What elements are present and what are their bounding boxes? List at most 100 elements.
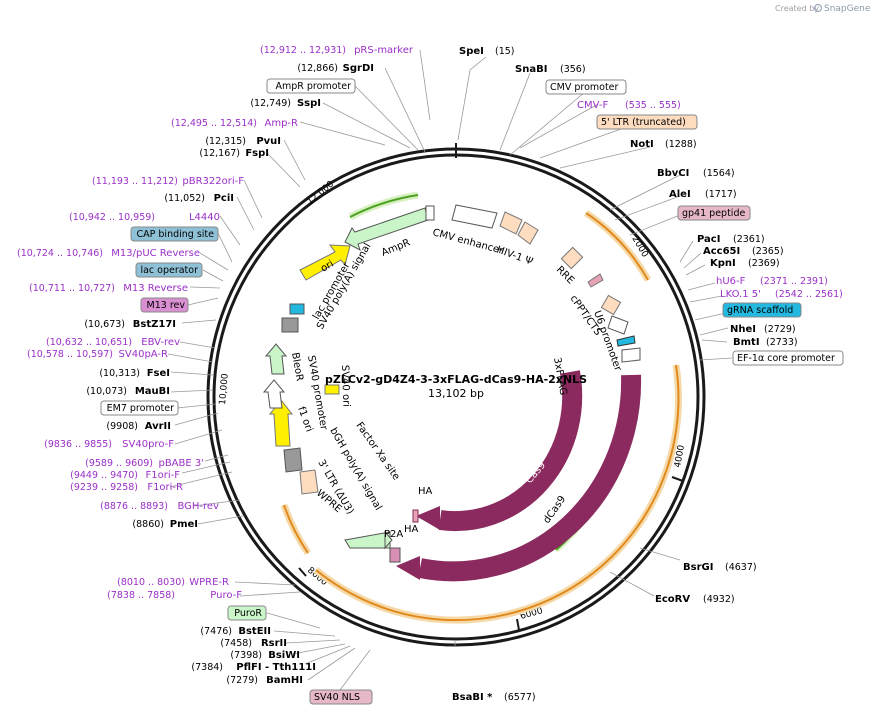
site-pbr322[interactable]: pBR322ori-F <box>182 176 244 187</box>
site-gp41-box[interactable] <box>677 205 751 221</box>
site-ecorv[interactable]: EcoRV <box>655 594 690 605</box>
site-bmti[interactable]: BmtI <box>733 337 760 348</box>
site-lac-operator-box[interactable] <box>135 262 203 278</box>
site-kpni[interactable]: KpnI <box>710 258 736 269</box>
feature-cas9[interactable] <box>438 370 583 532</box>
orange-arrow-wpre <box>283 504 309 554</box>
site-grna-box[interactable] <box>722 302 802 318</box>
feature-p2a[interactable] <box>389 547 401 563</box>
site-pflfi-pos: (7384) <box>191 662 223 673</box>
feature-ltr-5b[interactable] <box>517 221 539 245</box>
site-sv40pa-r-pos: (10,578 .. 10,597) <box>27 349 113 360</box>
site-spei[interactable]: SpeI <box>459 46 484 57</box>
site-noti[interactable]: NotI <box>630 139 654 150</box>
site-sspi[interactable]: SspI <box>297 98 321 109</box>
feature-ampr-promoter[interactable] <box>425 205 435 221</box>
site-puror-box[interactable] <box>227 605 267 621</box>
site-bsiwi[interactable]: BsiWI <box>268 650 300 661</box>
feature-bleor[interactable] <box>264 343 288 375</box>
site-puro-f[interactable]: Puro-F <box>210 590 242 601</box>
site-alei[interactable]: AleI <box>669 189 691 200</box>
plasmid-length: 13,102 bp <box>428 387 484 400</box>
site-hu6-f-pos: (2371 .. 2391) <box>760 276 828 287</box>
feature-u6-promoter[interactable] <box>607 315 629 335</box>
site-fspi[interactable]: FspI <box>245 148 269 159</box>
site-cap-box[interactable] <box>130 226 219 242</box>
site-pcii-pos: (11,052) <box>164 193 205 204</box>
feature-ori[interactable] <box>299 244 351 281</box>
site-m13puc[interactable]: M13/pUC Reverse <box>111 248 200 259</box>
site-m13rev-box[interactable] <box>140 297 189 313</box>
site-pflfi[interactable]: PflFI - Tth111I <box>236 662 316 673</box>
snapgene-logo-icon <box>813 3 823 13</box>
site-sv40nls-box[interactable] <box>309 689 373 705</box>
site-grna: gRNA scaffold <box>727 305 793 316</box>
site-bstz17i[interactable]: BstZ17I <box>133 319 176 330</box>
site-sgrdi[interactable]: SgrDI <box>343 63 374 74</box>
site-bbvci[interactable]: BbvCI <box>657 168 689 179</box>
feature-gp41[interactable] <box>587 273 604 288</box>
feature-bgh[interactable] <box>283 447 303 473</box>
site-sv40pro-f[interactable]: SV40pro-F <box>122 439 174 450</box>
site-bsteii[interactable]: BstEII <box>238 626 271 637</box>
site-nhei[interactable]: NheI <box>730 324 756 335</box>
site-cmv-promoter-box[interactable] <box>545 79 627 95</box>
site-maubi[interactable]: MauBI <box>135 386 170 397</box>
site-m13-reverse-pos: (10,711 .. 10,727) <box>29 283 115 294</box>
site-pcii[interactable]: PciI <box>214 193 234 204</box>
feature-ltr-3[interactable] <box>299 469 319 495</box>
feature-lac[interactable] <box>289 303 305 315</box>
label-sv40-ori: SV40 ori <box>339 365 351 407</box>
site-lko1[interactable]: LKO.1 5' <box>720 289 761 300</box>
site-em7-box[interactable] <box>100 400 179 416</box>
site-cmv-f[interactable]: CMV-F <box>577 100 608 111</box>
site-acc65i[interactable]: Acc65I <box>703 246 740 257</box>
site-snabi[interactable]: SnaBI <box>515 64 547 75</box>
site-f1ori-f[interactable]: F1ori-F <box>146 470 181 481</box>
site-rsrii[interactable]: RsrII <box>261 638 287 649</box>
feature-dcas9[interactable] <box>418 374 642 582</box>
feature-cmv-enhancer[interactable] <box>451 204 498 229</box>
feature-ltr-5[interactable] <box>499 211 523 235</box>
site-prs-marker[interactable]: pRS-marker <box>354 45 414 56</box>
site-ebv-rev[interactable]: EBV-rev <box>141 337 180 348</box>
site-fspi-pos: (12,167) <box>199 148 240 159</box>
feature-ef1a[interactable] <box>621 347 641 363</box>
site-hu6-f[interactable]: hU6-F <box>716 276 746 287</box>
feature-grna-scaffold[interactable] <box>616 335 636 347</box>
site-ampr-promoter: AmpR promoter <box>276 81 352 92</box>
site-amp-r-pos: (12,495 .. 12,514) <box>171 118 257 129</box>
feature-sv40-polya[interactable] <box>281 317 299 333</box>
site-bsabi[interactable]: BsaBI * <box>452 692 493 703</box>
site-bsrgi[interactable]: BsrGI <box>683 562 713 573</box>
site-f1ori-r[interactable]: F1ori-R <box>147 482 183 493</box>
site-amp-r[interactable]: Amp-R <box>265 118 299 129</box>
site-l4440[interactable]: L4440 <box>189 212 220 223</box>
site-wpre-r[interactable]: WPRE-R <box>189 577 229 588</box>
site-5ltr-box[interactable] <box>596 114 698 130</box>
site-pvui[interactable]: PvuI <box>256 136 281 147</box>
site-lac-operator: lac operator <box>140 265 198 276</box>
site-m13-reverse[interactable]: M13 Reverse <box>123 283 188 294</box>
feature-sv40-promoter[interactable] <box>262 379 286 409</box>
feature-f1-ori[interactable] <box>268 399 294 447</box>
site-ampr-promoter-box[interactable] <box>266 78 356 94</box>
feature-ha-1[interactable] <box>412 509 419 523</box>
site-bgh-rev[interactable]: BGH-rev <box>177 501 219 512</box>
feature-cppt[interactable] <box>600 294 622 316</box>
label-ha-2: HA <box>404 524 419 535</box>
site-avrii[interactable]: AvrII <box>145 421 171 432</box>
feature-puror-head <box>384 530 393 550</box>
site-fsei[interactable]: FseI <box>147 368 170 379</box>
site-ef1a-box[interactable] <box>732 350 844 366</box>
site-ecorv-pos: (4932) <box>703 594 735 605</box>
site-paci[interactable]: PacI <box>697 234 720 245</box>
site-pmei[interactable]: PmeI <box>170 519 198 530</box>
site-pbabe3[interactable]: pBABE 3' <box>158 458 204 469</box>
site-bamhi[interactable]: BamHI <box>266 675 303 686</box>
feature-rre[interactable] <box>560 246 584 270</box>
site-spei-pos: (15) <box>495 46 515 57</box>
feature-sv40-ori[interactable] <box>324 384 340 395</box>
site-sv40pa-r[interactable]: SV40pA-R <box>119 349 168 360</box>
site-avrii-pos: (9908) <box>106 421 138 432</box>
